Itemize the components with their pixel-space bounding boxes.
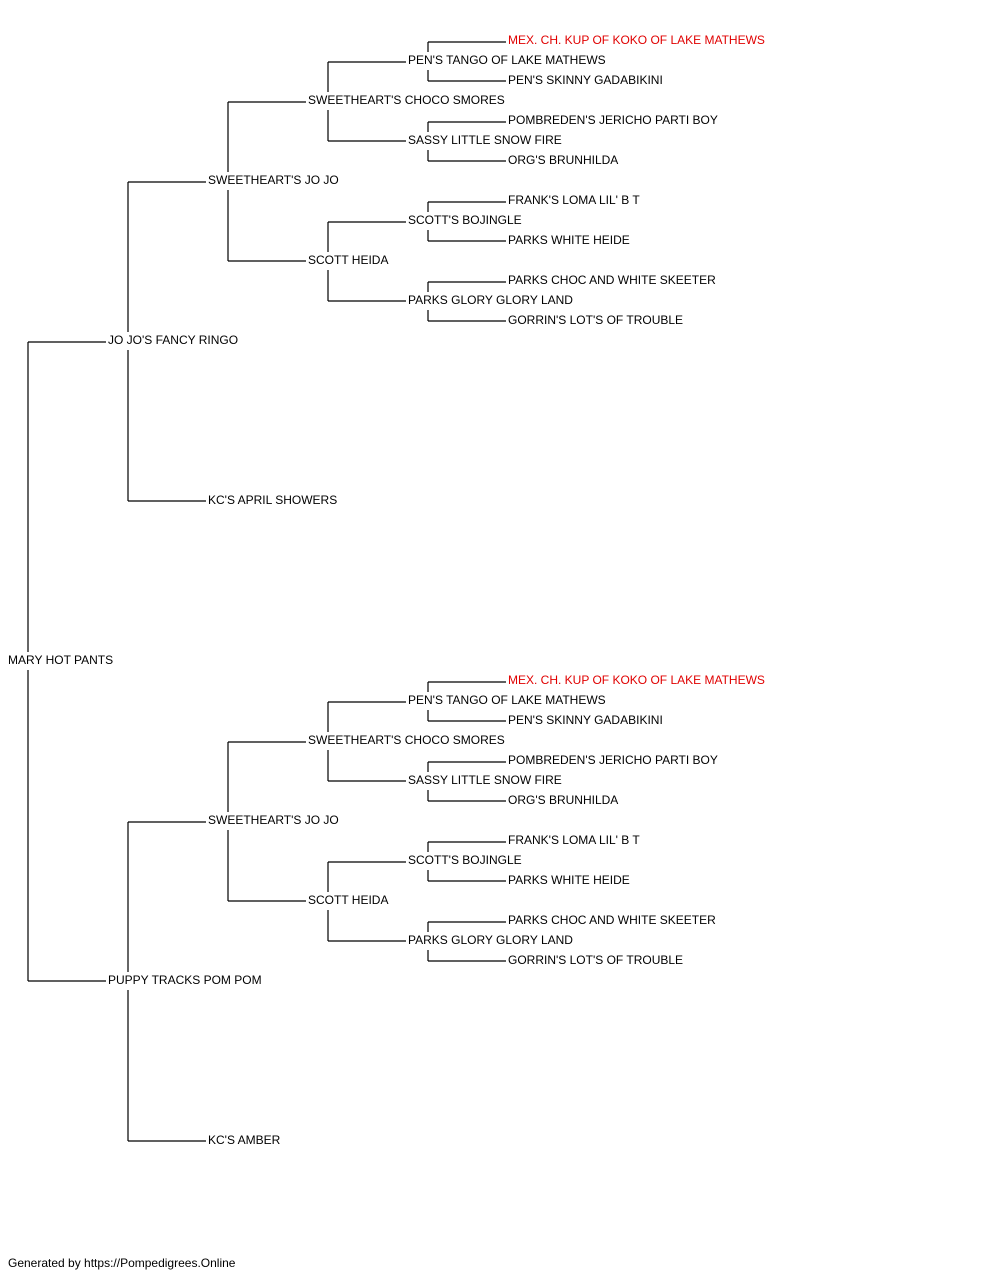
dog-name-gen3-scott-heida: SCOTT HEIDA: [308, 253, 388, 267]
dog-name-gen5-frank-s-loma-lil-b-t: FRANK'S LOMA LIL' B T: [508, 833, 640, 847]
dog-name-gen3-sweetheart-s-choco-smores: SWEETHEART'S CHOCO SMORES: [308, 733, 505, 747]
dog-name-gen5-pombreden-s-jericho-parti-boy: POMBREDEN'S JERICHO PARTI BOY: [508, 753, 718, 767]
dog-name-gen4-pen-s-tango-of-lake-mathews: PEN'S TANGO OF LAKE MATHEWS: [408, 53, 606, 67]
dog-name-gen5-parks-choc-and-white-skeeter: PARKS CHOC AND WHITE SKEETER: [508, 913, 716, 927]
dog-name-gen0-mary-hot-pants: MARY HOT PANTS: [8, 653, 113, 667]
footer-credit: Generated by https://Pompedigrees.Online: [8, 1256, 236, 1270]
dog-name-gen5-org-s-brunhilda: ORG'S BRUNHILDA: [508, 793, 618, 807]
dog-name-gen5-gorrin-s-lot-s-of-trouble: GORRIN'S LOT'S OF TROUBLE: [508, 953, 683, 967]
dog-name-gen5-mex-ch-kup-of-koko-of-lake-mathews: MEX. CH. KUP OF KOKO OF LAKE MATHEWS: [508, 673, 765, 687]
dog-name-gen5-pombreden-s-jericho-parti-boy: POMBREDEN'S JERICHO PARTI BOY: [508, 113, 718, 127]
dog-name-gen4-scott-s-bojingle: SCOTT'S BOJINGLE: [408, 213, 522, 227]
dog-name-gen1-jo-jo-s-fancy-ringo: JO JO'S FANCY RINGO: [108, 333, 238, 347]
dog-name-gen2-sweetheart-s-jo-jo: SWEETHEART'S JO JO: [208, 813, 339, 827]
dog-name-gen4-parks-glory-glory-land: PARKS GLORY GLORY LAND: [408, 933, 573, 947]
dog-name-gen5-parks-choc-and-white-skeeter: PARKS CHOC AND WHITE SKEETER: [508, 273, 716, 287]
dog-name-gen5-pen-s-skinny-gadabikini: PEN'S SKINNY GADABIKINI: [508, 73, 663, 87]
dog-name-gen4-parks-glory-glory-land: PARKS GLORY GLORY LAND: [408, 293, 573, 307]
dog-name-gen5-mex-ch-kup-of-koko-of-lake-mathews: MEX. CH. KUP OF KOKO OF LAKE MATHEWS: [508, 33, 765, 47]
dog-name-gen5-org-s-brunhilda: ORG'S BRUNHILDA: [508, 153, 618, 167]
dog-name-gen5-frank-s-loma-lil-b-t: FRANK'S LOMA LIL' B T: [508, 193, 640, 207]
dog-name-gen2-kc-s-april-showers: KC'S APRIL SHOWERS: [208, 493, 337, 507]
dog-name-gen2-kc-s-amber: KC'S AMBER: [208, 1133, 281, 1147]
dog-name-gen2-sweetheart-s-jo-jo: SWEETHEART'S JO JO: [208, 173, 339, 187]
dog-name-gen5-parks-white-heide: PARKS WHITE HEIDE: [508, 233, 630, 247]
dog-name-gen3-sweetheart-s-choco-smores: SWEETHEART'S CHOCO SMORES: [308, 93, 505, 107]
dog-name-gen4-scott-s-bojingle: SCOTT'S BOJINGLE: [408, 853, 522, 867]
dog-name-gen4-sassy-little-snow-fire: SASSY LITTLE SNOW FIRE: [408, 773, 562, 787]
dog-name-gen4-sassy-little-snow-fire: SASSY LITTLE SNOW FIRE: [408, 133, 562, 147]
dog-name-gen5-parks-white-heide: PARKS WHITE HEIDE: [508, 873, 630, 887]
dog-name-gen5-gorrin-s-lot-s-of-trouble: GORRIN'S LOT'S OF TROUBLE: [508, 313, 683, 327]
dog-name-gen3-scott-heida: SCOTT HEIDA: [308, 893, 388, 907]
dog-name-gen5-pen-s-skinny-gadabikini: PEN'S SKINNY GADABIKINI: [508, 713, 663, 727]
dog-name-gen4-pen-s-tango-of-lake-mathews: PEN'S TANGO OF LAKE MATHEWS: [408, 693, 606, 707]
dog-name-gen1-puppy-tracks-pom-pom: PUPPY TRACKS POM POM: [108, 973, 262, 987]
